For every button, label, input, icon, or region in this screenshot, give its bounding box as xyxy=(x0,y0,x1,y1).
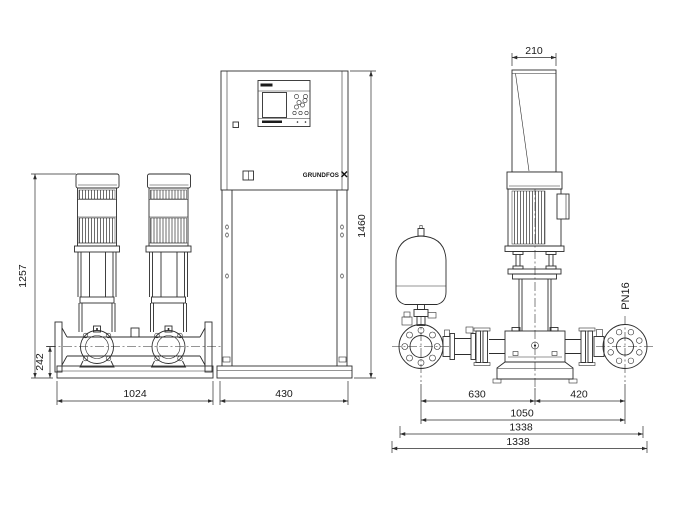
dim-center-discharge-label: 420 xyxy=(570,389,588,401)
panel-display xyxy=(262,92,287,118)
discharge-flange xyxy=(596,316,654,382)
control-panel xyxy=(257,80,311,127)
control-cabinet: GRUNDFOS xyxy=(216,70,353,379)
suction-piping xyxy=(442,326,505,366)
dim-overall-upper-label: 1338 xyxy=(509,422,533,434)
pump-1-front xyxy=(74,173,120,368)
tank-air-valve xyxy=(419,225,423,229)
cabinet-indicator xyxy=(232,121,239,128)
front-view-dimensions: 1257 242 1024 430 1460 xyxy=(17,70,376,405)
suction-flange xyxy=(392,316,450,382)
dim-cabinet-height-label: 1460 xyxy=(356,214,368,238)
pump-side xyxy=(492,69,578,390)
brand-text: GRUNDFOS xyxy=(303,172,339,179)
pump-shroud xyxy=(511,69,557,173)
cabinet-frame-legs xyxy=(221,190,348,366)
pump-2-front xyxy=(145,173,192,368)
dim-shroud-width-label: 210 xyxy=(525,45,543,57)
terminal-box xyxy=(556,193,570,220)
grundfos-logo: GRUNDFOS xyxy=(303,171,348,179)
panel-logo-strip xyxy=(262,120,282,123)
dim-manifold-height-label: 242 xyxy=(34,353,46,371)
dim-cabinet-width-label: 430 xyxy=(275,388,293,400)
manifold xyxy=(47,321,221,373)
diaphragm-tank xyxy=(395,225,447,326)
pump-base-frame xyxy=(56,365,214,379)
panel-buttons[interactable] xyxy=(292,94,309,116)
side-view: PN16 210 630 420 1050 1338 1338 xyxy=(391,45,654,453)
panel-status-bar xyxy=(260,83,273,87)
dim-suction-center-label: 630 xyxy=(468,389,486,401)
front-view: GRUNDFOS 1257 xyxy=(17,70,376,405)
dim-flange-spacing-label: 1050 xyxy=(510,408,534,420)
cabinet-base xyxy=(216,365,353,379)
flange-rating-label: PN16 xyxy=(620,282,632,310)
dim-overall-height-label: 1257 xyxy=(17,264,29,288)
grundfos-x-icon xyxy=(341,171,348,178)
side-view-dimensions: 210 630 420 1050 1338 1338 xyxy=(391,45,648,453)
dim-base-width-label: 1024 xyxy=(123,388,147,400)
main-switch[interactable] xyxy=(242,170,254,181)
dim-overall-lower-label: 1338 xyxy=(506,436,530,448)
